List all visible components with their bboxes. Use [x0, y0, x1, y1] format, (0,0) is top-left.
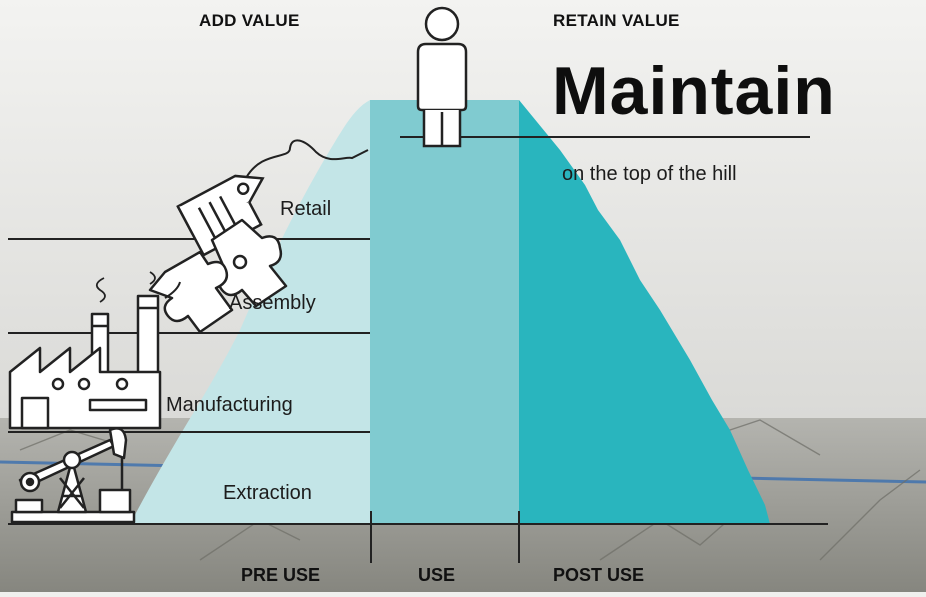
stage-manufacturing-label: Manufacturing — [166, 394, 293, 416]
add-value-label: ADD VALUE — [199, 11, 300, 30]
stage-extraction-label: Extraction — [223, 482, 312, 504]
oil-pump-icon — [10, 427, 136, 524]
stage-retail-label: Retail — [280, 198, 332, 220]
person-icon — [416, 6, 468, 148]
subtitle: on the top of the hill — [562, 163, 737, 185]
price-tag-icon — [176, 139, 369, 257]
phase-post-use-label: POST USE — [553, 565, 645, 585]
pre-use-hill — [130, 100, 370, 524]
phase-use-label: USE — [418, 565, 456, 585]
page-title: Maintain — [552, 53, 836, 129]
retain-value-label: RETAIN VALUE — [553, 11, 680, 30]
puzzle-icon — [148, 218, 288, 334]
factory-icon — [8, 271, 162, 430]
phase-pre-use-label: PRE USE — [241, 565, 321, 585]
use-column — [370, 100, 519, 524]
post-use-hill — [519, 100, 770, 524]
stage-assembly-label: Assembly — [229, 292, 316, 314]
